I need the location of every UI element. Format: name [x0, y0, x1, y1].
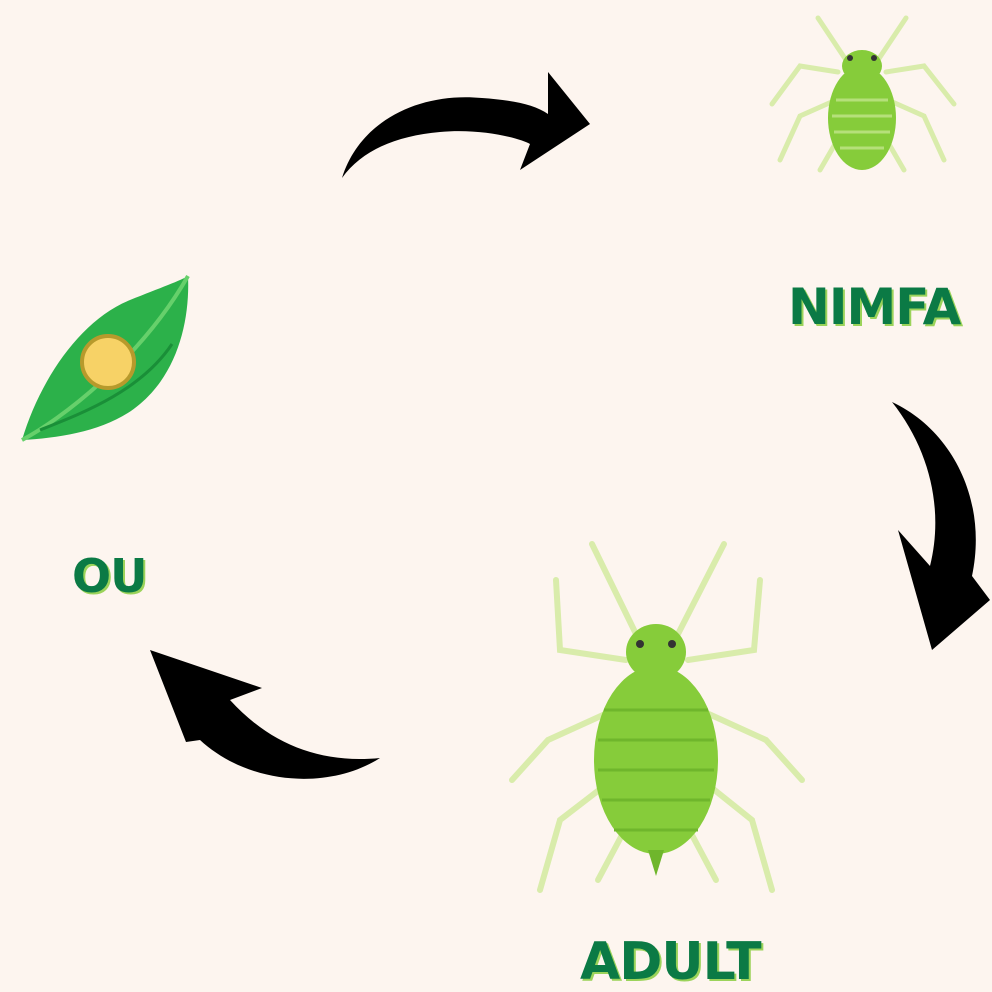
egg-on-leaf-icon — [22, 276, 188, 440]
stage-label-egg: OU — [72, 553, 146, 599]
stage-label-nymph: NIMFA — [788, 282, 960, 332]
adult-aphid-icon — [512, 544, 802, 890]
arrow-egg-to-nymph — [342, 72, 590, 178]
stage-label-adult: ADULT — [580, 936, 761, 988]
arrow-nymph-to-adult — [892, 402, 990, 650]
arrow-adult-to-egg — [150, 650, 380, 779]
nymph-aphid-icon — [772, 18, 954, 170]
